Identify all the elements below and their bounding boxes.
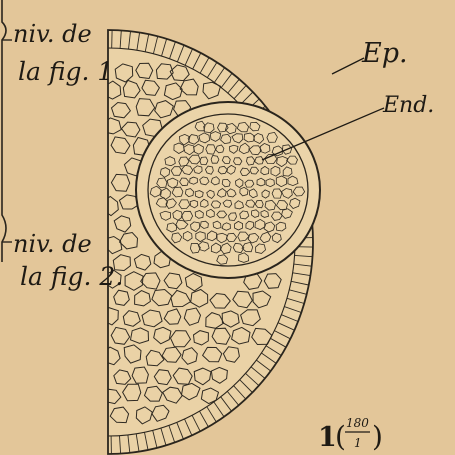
level-2-label-line2: la fig. 2. [20,262,123,291]
level-2-label-line1: niv. de [13,230,92,258]
magnification-close-paren: ) [372,420,383,453]
magnification-denominator: 1 [354,436,362,450]
epidermis-label: Ep. [361,38,408,69]
ep-leader-line [332,58,364,74]
magnification-open-paren: ( [335,420,346,453]
level-1-label-line1: niv. de [13,20,92,48]
figure-caption: 1 ( 180 1 ) [318,416,383,453]
endodermis-label: End. [382,93,434,118]
figure-number: 1 [318,422,337,453]
stele [136,102,320,278]
level-1-label-line2: la fig. 1 [18,57,113,86]
magnification-numerator: 180 [346,416,369,430]
